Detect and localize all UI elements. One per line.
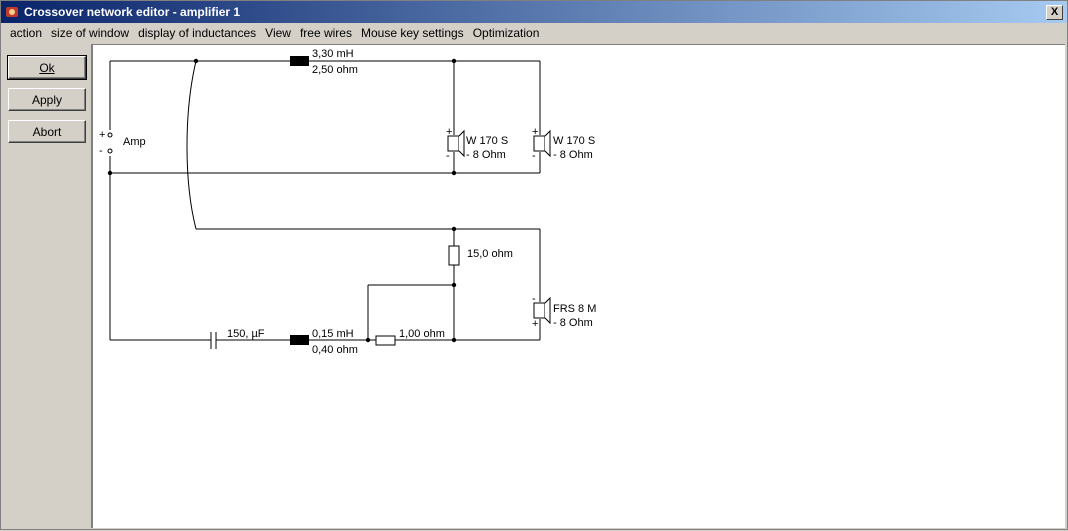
button-panel: Ok Apply Abort	[1, 44, 92, 528]
apply-button-label: Apply	[31, 92, 63, 107]
fullrange-impedance: - 8 Ohm	[553, 317, 593, 329]
apply-button[interactable]: Apply	[8, 88, 86, 111]
fullrange-plus: +	[532, 318, 538, 330]
close-button[interactable]: X	[1046, 5, 1063, 20]
amp-plus-sign: +	[99, 129, 105, 141]
woofer-1[interactable]: + - W 170 S - 8 Ohm	[446, 126, 508, 162]
amp-minus-sign: -	[99, 145, 103, 157]
menu-bar: action size of window display of inducta…	[1, 23, 1067, 43]
resistor-2[interactable]: 1,00 ohm	[375, 328, 445, 346]
menu-action[interactable]: action	[10, 26, 43, 40]
woofer-2[interactable]: + - W 170 S - 8 Ohm	[532, 126, 595, 162]
woofer-2-plus: +	[532, 126, 538, 138]
inductor-2-inductance: 0,15 mH	[312, 328, 354, 340]
capacitor[interactable]: 150, µF	[210, 328, 265, 349]
inductor-1-inductance: 3,30 mH	[312, 48, 354, 60]
abort-button-label: Abort	[32, 124, 62, 139]
menu-free-wires[interactable]: free wires	[299, 26, 352, 40]
menu-size-of-window[interactable]: size of window	[51, 26, 130, 40]
menu-view[interactable]: View	[265, 26, 291, 40]
woofer-1-name: W 170 S	[466, 135, 508, 147]
schematic-canvas[interactable]: + - Amp 3,30 mH 2,50 ohm + - W 170 S - 8…	[92, 44, 1065, 528]
fullrange-name: FRS 8 M	[553, 303, 596, 315]
wires	[109, 60, 541, 341]
inductor-1-resistance: 2,50 ohm	[312, 64, 358, 76]
fullrange-speaker[interactable]: - + FRS 8 M - 8 Ohm	[532, 293, 596, 330]
amp-terminals[interactable]: + - Amp	[99, 129, 146, 157]
woofer-2-impedance: - 8 Ohm	[553, 149, 593, 161]
woofer-1-minus: -	[446, 150, 450, 162]
capacitor-value: 150, µF	[227, 328, 265, 340]
window-title: Crossover network editor - amplifier 1	[24, 5, 241, 19]
inductor-1[interactable]: 3,30 mH 2,50 ohm	[290, 48, 358, 76]
junction-dots	[107, 58, 457, 343]
abort-button[interactable]: Abort	[8, 120, 86, 143]
resistor-1-value: 15,0 ohm	[467, 248, 513, 260]
woofer-2-name: W 170 S	[553, 135, 595, 147]
amp-label: Amp	[123, 136, 146, 148]
menu-optimization[interactable]: Optimization	[472, 26, 540, 40]
inductor-2[interactable]: 0,15 mH 0,40 ohm	[290, 328, 358, 356]
menu-display-of-inductances[interactable]: display of inductances	[138, 26, 257, 40]
crossover-schematic: + - Amp 3,30 mH 2,50 ohm + - W 170 S - 8…	[99, 48, 596, 356]
ok-button-label: Ok	[39, 60, 55, 75]
ok-button[interactable]: Ok	[7, 55, 87, 80]
woofer-1-plus: +	[446, 126, 452, 138]
resistor-2-value: 1,00 ohm	[399, 328, 445, 340]
fullrange-minus: -	[532, 293, 536, 305]
menu-mouse-key-settings[interactable]: Mouse key settings	[360, 26, 464, 40]
woofer-1-impedance: - 8 Ohm	[466, 149, 506, 161]
woofer-2-minus: -	[532, 150, 536, 162]
close-icon: X	[1050, 6, 1059, 18]
title-bar[interactable]: Crossover network editor - amplifier 1 X	[1, 1, 1067, 23]
inductor-2-resistance: 0,40 ohm	[312, 344, 358, 356]
app-icon	[6, 7, 18, 17]
resistor-1[interactable]: 15,0 ohm	[448, 245, 513, 266]
